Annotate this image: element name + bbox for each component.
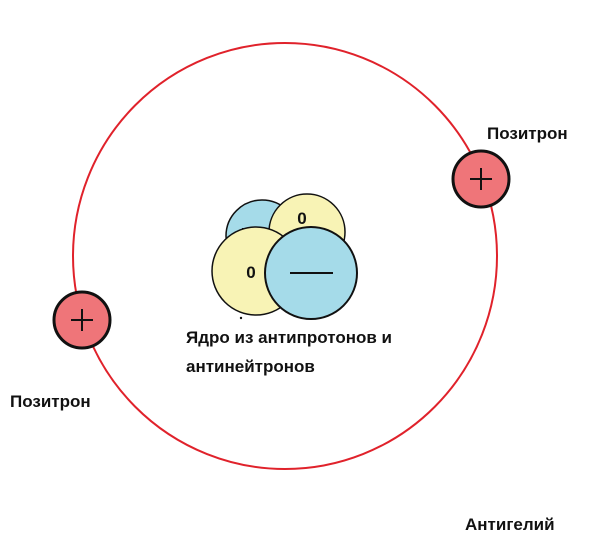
nucleus-caption: Ядро из антипротонов и антинейтронов bbox=[186, 323, 392, 381]
antineutron-back-charge: 0 bbox=[297, 209, 306, 228]
positron-left-label: Позитрон bbox=[10, 392, 91, 411]
positron-right-label: Позитрон bbox=[487, 124, 568, 143]
nucleus-caption-line1: Ядро из антипротонов и bbox=[186, 328, 393, 347]
diagram-title: Антигелий bbox=[465, 515, 555, 534]
nucleus-dot bbox=[239, 316, 243, 320]
positron-orbit bbox=[72, 42, 498, 470]
antiproton-front bbox=[264, 226, 358, 320]
antineutron-front-charge: 0 bbox=[246, 263, 255, 282]
nucleus: 0 0 bbox=[211, 193, 358, 320]
positron-left bbox=[52, 290, 112, 350]
positron-right bbox=[451, 149, 511, 209]
nucleus-caption-line2: антинейтронов bbox=[186, 357, 315, 376]
